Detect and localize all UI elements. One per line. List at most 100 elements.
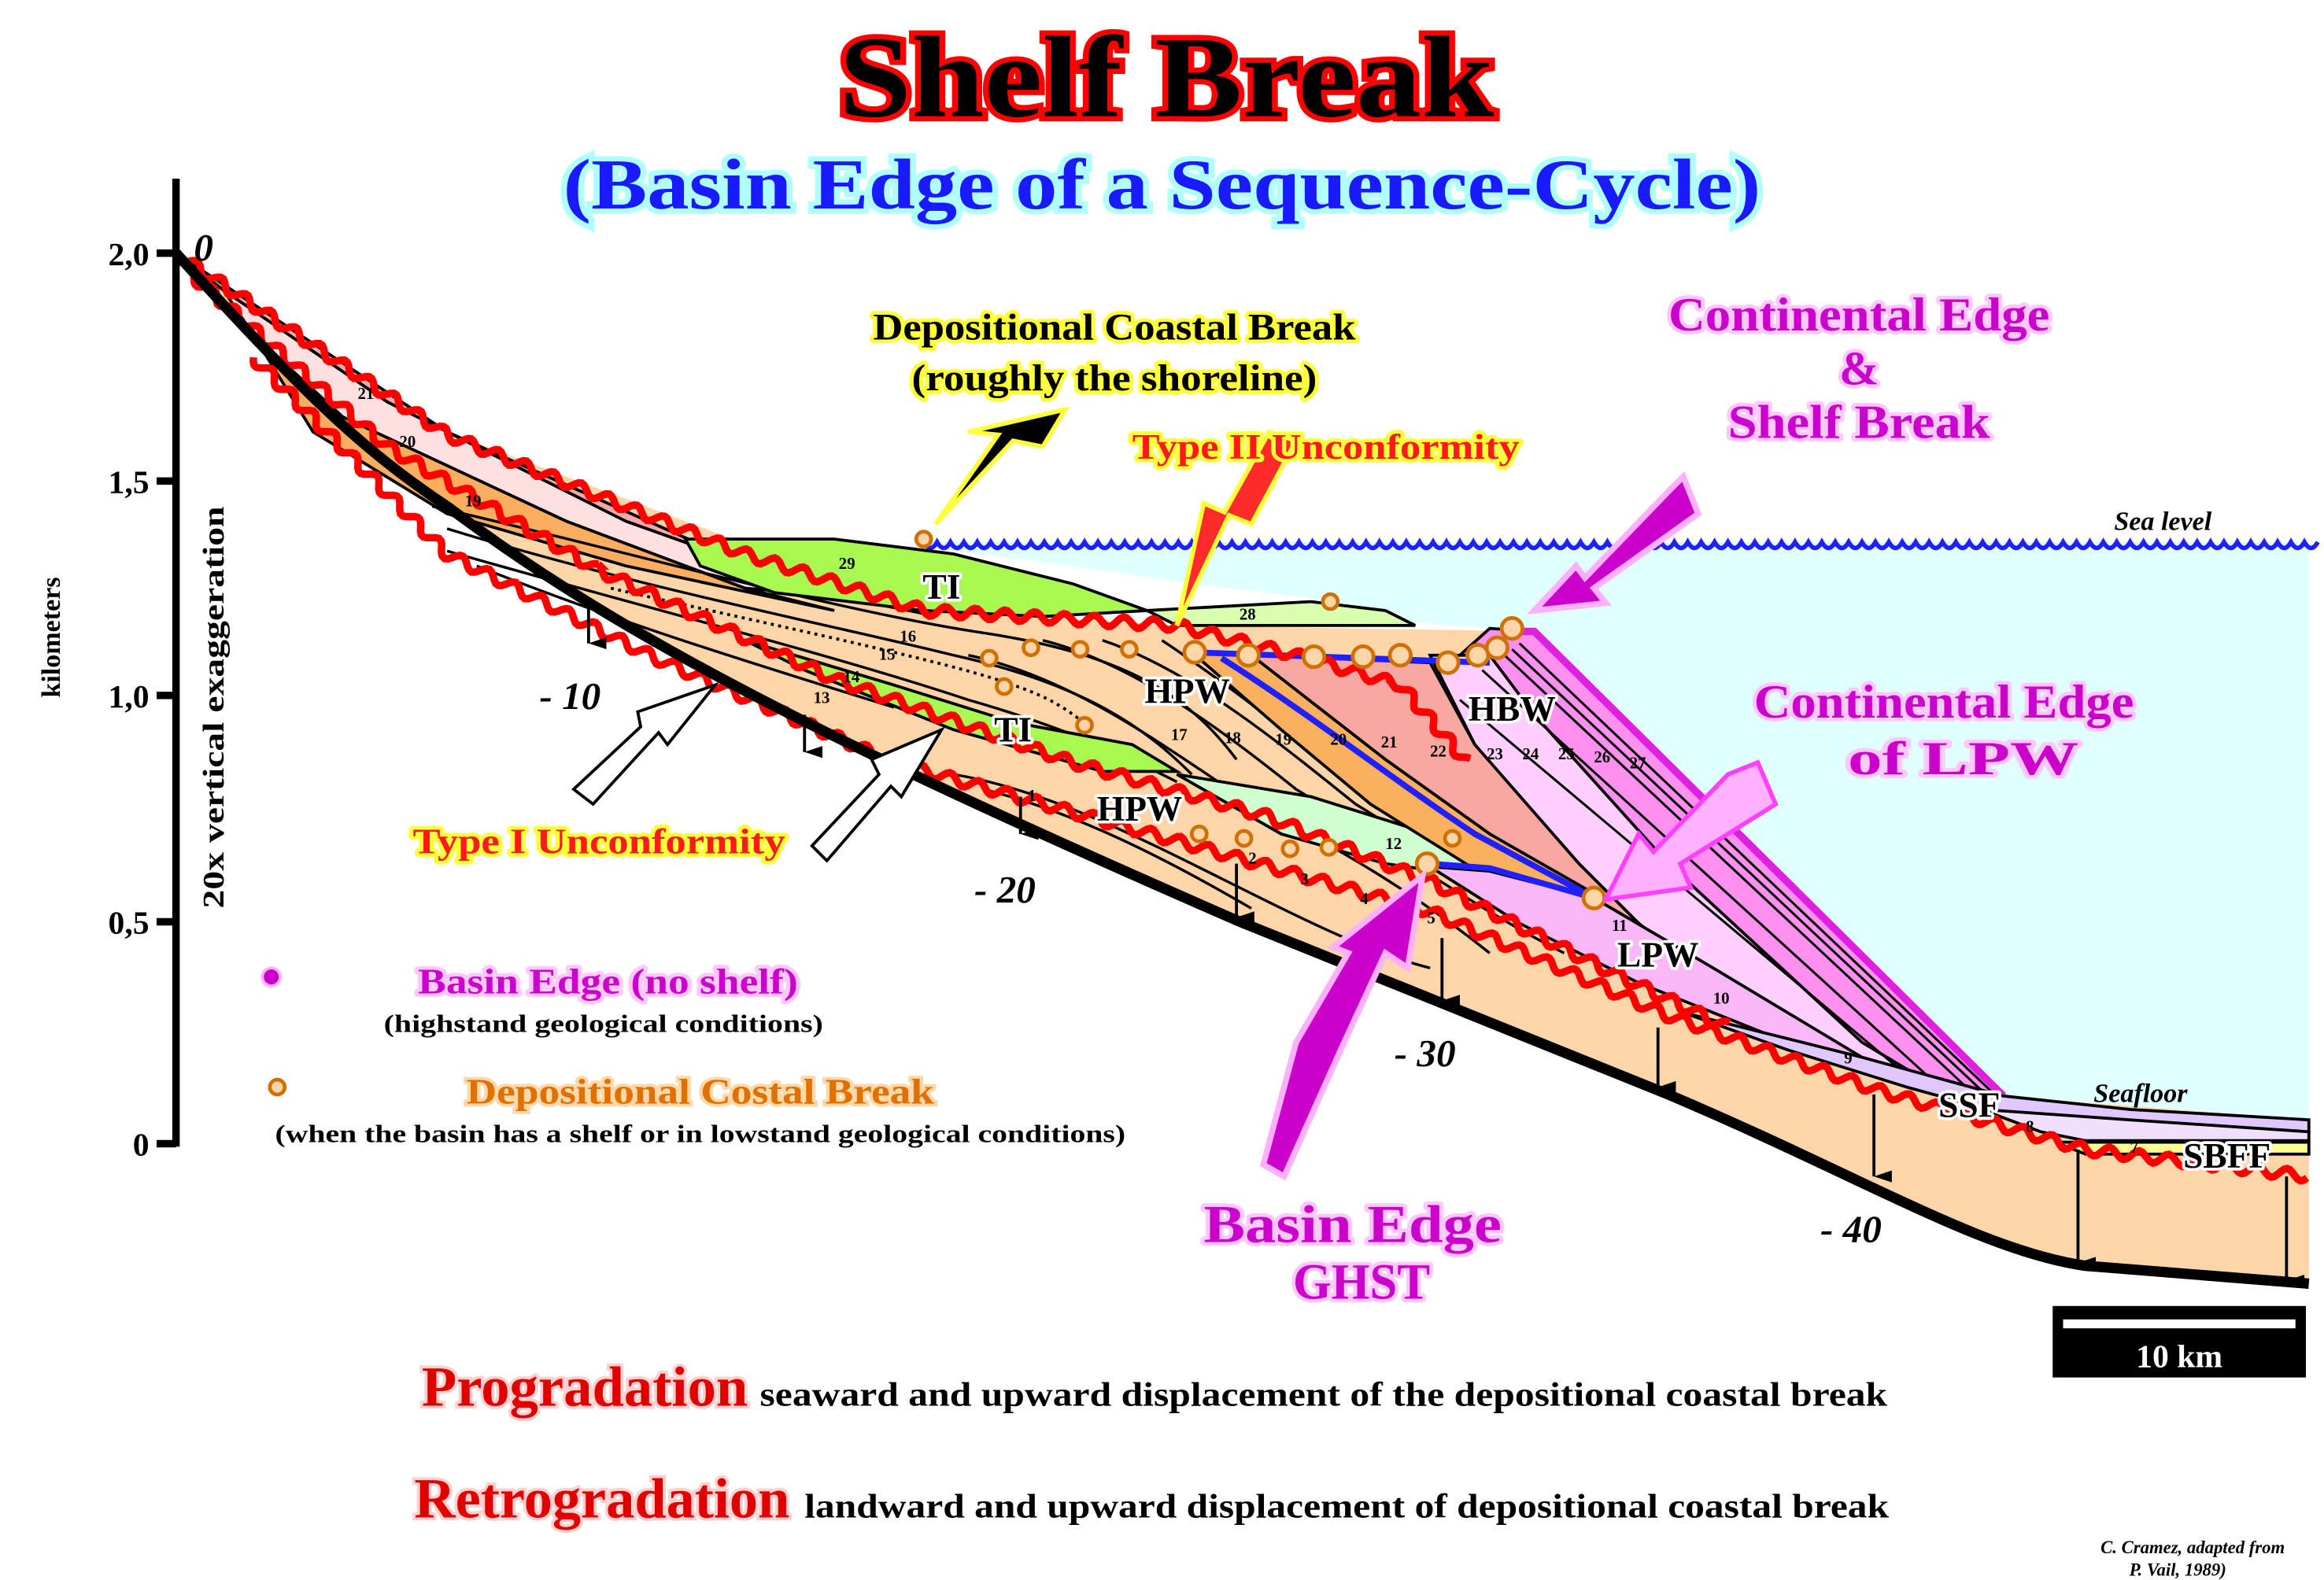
coastal-break-marker [914, 530, 933, 548]
credit: P. Vail, 1989) [2129, 1560, 2226, 1579]
y-tick-label: 2,0 [109, 237, 150, 273]
coastal-break-marker [1189, 825, 1209, 844]
layer-number: 22 [1430, 741, 1446, 760]
coastal-break-marker [1236, 643, 1261, 668]
seafloor-label: Seafloor [2093, 1079, 2188, 1108]
layer-number: 25 [1558, 744, 1575, 763]
coastal-break-marker [1581, 885, 1606, 910]
sea-water [923, 541, 2309, 1120]
progradation-term: Progradation [422, 1356, 748, 1419]
legend-basin-edge: Basin Edge (no shelf) [418, 962, 798, 1001]
lpw-edge-label: Continental Edge [1754, 676, 2134, 729]
coastal-break-marker [1443, 829, 1462, 848]
coastal-break-arrow [933, 406, 1070, 526]
basement-line [172, 249, 2310, 1289]
unit-sbff: SBFF [2183, 1136, 2270, 1176]
layer-number: 15 [879, 644, 896, 663]
layer-number: 8 [2026, 1117, 2034, 1135]
coastal-break-marker [1075, 715, 1094, 735]
legend-basin-edge-note: (highstand geological conditions) [384, 1010, 823, 1038]
depth-marker: - 30 [1395, 1032, 1456, 1075]
coastal-break-marker [1120, 640, 1139, 659]
basin-edge-label: Basin Edge [1203, 1194, 1502, 1253]
edge-rim [1519, 627, 2007, 1099]
layer-number: 16 [900, 627, 916, 646]
layer-number: 17 [1171, 725, 1188, 744]
exaggeration-note: 20x vertical exaggeration [198, 506, 231, 908]
coastal-break-marker [980, 648, 999, 668]
layer-number: 19 [465, 491, 482, 510]
coastal-break-marker [1321, 592, 1340, 611]
layer-number: 4 [1360, 889, 1369, 908]
y-tick-label: 0,5 [109, 906, 150, 942]
continental-edge-label: Continental Edge [1668, 289, 2049, 341]
coastal-break-marker [1182, 640, 1207, 665]
progradation-definition: seaward and upward displacement of the d… [760, 1376, 1889, 1414]
subsidence-arrows [586, 607, 2305, 1287]
layer-number: 11 [1612, 916, 1628, 935]
layer-number: 3 [1301, 869, 1309, 888]
retrogradation-term: Retrogradation [414, 1467, 789, 1530]
layer-number: 5 [1427, 908, 1435, 927]
unit-lpw: LPW [1617, 935, 1698, 974]
unit-hpw: HPW [1144, 671, 1229, 711]
layer-number: 27 [1630, 754, 1646, 773]
layer-number: 20 [400, 432, 416, 451]
layer-number: 19 [1275, 729, 1291, 748]
unit-hbw: HBW [1469, 689, 1556, 729]
layer-number: 21 [1381, 733, 1398, 751]
coastal-break-marker [1414, 851, 1439, 877]
y-tick-label: 0 [133, 1128, 150, 1164]
y-tick-label: 1,5 [109, 464, 150, 500]
page-title: Shelf Break [839, 13, 1495, 142]
scale-bar-line [2063, 1319, 2296, 1329]
type2-label: Type II Unconformity [1132, 427, 1520, 467]
layer-number: 21 [358, 384, 375, 403]
type1-arrow [810, 726, 946, 863]
legend-coastal-break: Depositional Costal Break [467, 1072, 935, 1111]
coastal-break-marker [1499, 616, 1524, 641]
unit-ti: TI [994, 710, 1032, 749]
layer-number: 10 [1713, 989, 1730, 1008]
coastal-break-marker [1022, 638, 1040, 658]
continental-edge-ampersand: & [1839, 342, 1879, 395]
coastal-break-marker [1435, 650, 1461, 675]
layer-number: 18 [1225, 728, 1241, 747]
hbw-lines [1459, 642, 1994, 1095]
basin-edge-legend-icon [260, 966, 283, 988]
layer-number: 2 [1248, 849, 1256, 868]
coastal-break-marker [995, 677, 1014, 696]
depth-marker: 0 [194, 226, 213, 269]
layer-number: 26 [1594, 748, 1610, 766]
coastal-break-marker [1319, 838, 1339, 857]
layer-number: 12 [1385, 834, 1402, 853]
basin-edge-arrow [1259, 868, 1427, 1181]
coastal-break-marker [1484, 635, 1509, 660]
unit-ti: TI [922, 567, 960, 607]
lpw-edge-arrow [1602, 759, 1779, 903]
type1-label: Type I Unconformity [413, 821, 785, 861]
depth-marker: - 20 [974, 868, 1036, 911]
coastal-break-label: Depositional Coastal Break [873, 308, 1356, 349]
layer-number: 23 [1487, 744, 1503, 763]
credit: C. Cramez, adapted from [2100, 1538, 2285, 1557]
scale-bar-label: 10 km [2136, 1338, 2222, 1375]
coastal-break-marker [1350, 644, 1376, 670]
scale-bar [2052, 1305, 2306, 1378]
y-tick-label: 1,0 [109, 679, 150, 715]
coastal-break-marker [1280, 839, 1300, 858]
unit-hpw: HPW [1097, 789, 1182, 829]
type1-arrow [571, 681, 720, 807]
layer-number: 9 [1844, 1048, 1852, 1067]
retrogradation-definition: landward and upward displacement of depo… [804, 1488, 1890, 1526]
page-subtitle: (Basin Edge of a Sequence-Cycle) [563, 145, 1761, 224]
layer-number: 20 [1330, 729, 1347, 748]
layer-number: 29 [839, 554, 855, 573]
coastal-break-marker [1301, 644, 1327, 670]
layer-number: 14 [843, 667, 859, 686]
sea-level-label: Sea level [2114, 508, 2211, 537]
depth-marker: - 10 [539, 674, 600, 718]
unconformity-type2 [190, 276, 1731, 1029]
layer-number: 1 [1028, 786, 1036, 805]
shelf-break-label: Shelf Break [1728, 396, 1990, 449]
